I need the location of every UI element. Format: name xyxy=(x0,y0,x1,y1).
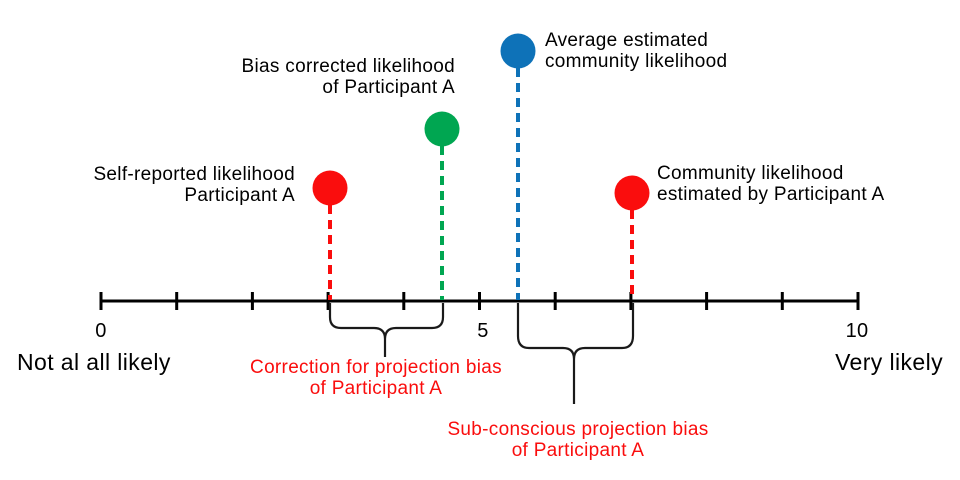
self-reported-label-line1: Self-reported likelihood xyxy=(93,164,295,185)
community-estimated-label: Community likelihood estimated by Partic… xyxy=(657,163,884,205)
correction-annotation-line2: of Participant A xyxy=(309,378,443,399)
average-community-label-line2: community likelihood xyxy=(545,51,728,72)
correction-brace xyxy=(328,303,445,357)
self-reported-dot xyxy=(312,170,348,206)
projection-bias-annotation: Sub-conscious projection bias of Partici… xyxy=(436,419,720,461)
bias-corrected-label-line1: Bias corrected likelihood xyxy=(241,56,455,77)
axis-caption-left: Not al all likely xyxy=(17,349,171,375)
bias-corrected-label-line2: of Participant A xyxy=(322,77,455,98)
tick-label-10: 10 xyxy=(845,320,869,342)
axis-ticks xyxy=(99,292,860,310)
correction-annotation: Correction for projection bias of Partic… xyxy=(234,357,518,399)
average-community-label: Average estimated community likelihood xyxy=(545,30,727,72)
self-reported-label-line2: Participant A xyxy=(184,185,295,206)
average-community-dot xyxy=(500,33,536,69)
axis-caption-right: Very likely xyxy=(835,349,943,375)
bias-corrected-dot xyxy=(424,111,460,147)
tick-label-5: 5 xyxy=(477,320,489,342)
average-community-label-line1: Average estimated xyxy=(545,30,709,51)
tick-label-0: 0 xyxy=(95,320,107,342)
projection-bias-annotation-line2: of Participant A xyxy=(511,440,645,461)
projection-bias-brace xyxy=(516,303,635,404)
projection-bias-annotation-line1: Sub-conscious projection bias xyxy=(447,419,709,440)
self-reported-label: Self-reported likelihood Participant A xyxy=(93,164,295,206)
correction-annotation-line1: Correction for projection bias xyxy=(250,357,502,378)
bias-corrected-label: Bias corrected likelihood of Participant… xyxy=(242,56,455,98)
community-estimated-label-line1: Community likelihood xyxy=(657,163,844,184)
community-estimated-label-line2: estimated by Participant A xyxy=(657,184,885,205)
community-estimated-dot xyxy=(614,175,650,211)
